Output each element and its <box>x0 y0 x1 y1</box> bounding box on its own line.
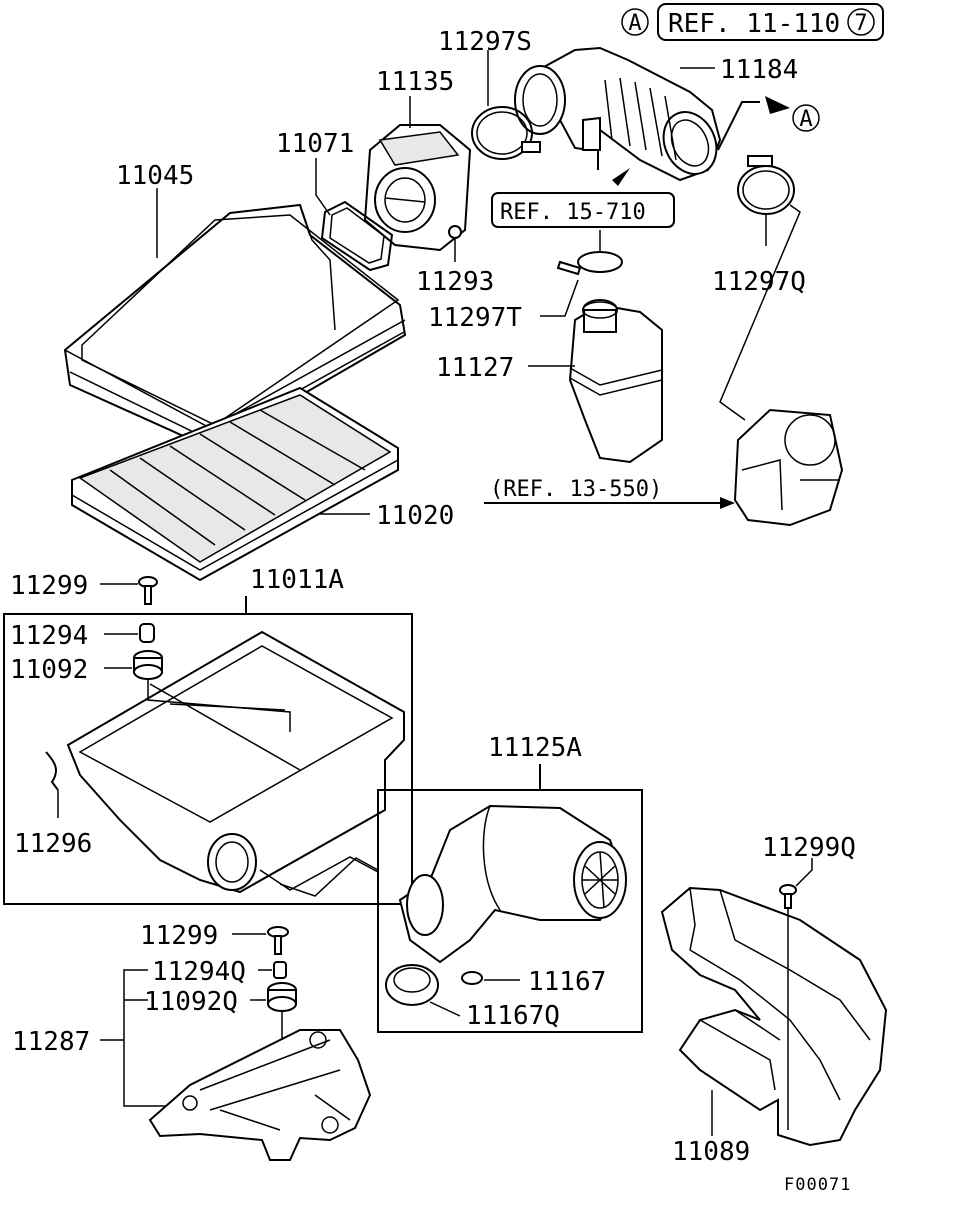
lower-case-11011a <box>66 630 405 894</box>
label-11092: 11092 <box>10 655 88 685</box>
airflow-sensor-11135 <box>363 124 472 252</box>
ref-11-110-callout: A REF. 11-110 7 <box>621 3 884 41</box>
air-cleaner-case-group-11011a: 11011A 11294 11092 11296 <box>3 565 413 905</box>
label-11092q: 11092Q <box>144 987 238 1017</box>
label-11297t: 11297T <box>428 303 522 333</box>
air-duct-11089 <box>660 886 888 1147</box>
seal-11167q <box>385 964 439 1006</box>
label-11135: 11135 <box>376 67 454 97</box>
air-inlet-duct-11125a <box>398 804 627 964</box>
label-11299q: 11299Q <box>762 833 856 863</box>
label-11184: 11184 <box>720 55 798 85</box>
label-11045: 11045 <box>116 161 194 191</box>
air-inlet-group-11125a: 11125A 11167Q 11167 <box>377 733 643 1033</box>
label-11071: 11071 <box>276 129 354 159</box>
throttle-body-reference <box>733 408 844 527</box>
marker-a-top: A <box>628 11 641 36</box>
ref-13-550-label: (REF. 13-550) <box>490 477 662 502</box>
bolt-11299q <box>779 858 813 1130</box>
label-11089: 11089 <box>672 1137 750 1167</box>
label-11299-top: 11299 <box>10 571 88 601</box>
hose-clamp-11297q <box>719 155 801 421</box>
diagram-code: F00071 <box>784 1175 851 1195</box>
air-cleaner-cover-11045 <box>63 203 407 450</box>
label-11020: 11020 <box>376 501 454 531</box>
bolt-11293 <box>448 225 462 262</box>
collar-11294 <box>139 623 155 643</box>
label-11299-bottom: 11299 <box>140 921 218 951</box>
arrow-to-a: A <box>717 96 820 151</box>
bracket-group-11287: 11299 11294Q 11092Q 11287 <box>12 921 372 1161</box>
label-11294: 11294 <box>10 621 88 651</box>
label-11127: 11127 <box>436 353 514 383</box>
intake-hose-11184 <box>514 46 722 186</box>
label-11287: 11287 <box>12 1027 90 1057</box>
hose-clamp-11297s <box>471 106 541 160</box>
clip-11296 <box>45 751 59 791</box>
air-filter-11020 <box>71 386 399 582</box>
collar-11294q <box>273 961 287 979</box>
label-11297s: 11297S <box>438 27 532 57</box>
hose-clamp-11297t <box>540 230 623 317</box>
resonator-11127 <box>568 299 663 464</box>
label-11297q: 11297Q <box>712 267 806 297</box>
ref-15-710-label: REF. 15-710 <box>500 200 646 225</box>
marker-a-right: A <box>799 107 812 132</box>
label-11293: 11293 <box>416 267 494 297</box>
label-11296: 11296 <box>14 829 92 859</box>
ref-11-110-circle-number: 7 <box>854 11 867 36</box>
ref-11-110-label: REF. 11-110 <box>668 9 840 39</box>
bolt-11299-top <box>138 576 158 605</box>
grommet-11167 <box>461 971 483 985</box>
gasket-11071 <box>320 200 394 272</box>
label-11167q: 11167Q <box>466 1001 560 1031</box>
label-11125a: 11125A <box>488 733 582 763</box>
label-11294q: 11294Q <box>152 957 246 987</box>
label-11167: 11167 <box>528 967 606 997</box>
label-11011a: 11011A <box>250 565 344 595</box>
ref-15-710-callout: REF. 15-710 <box>491 192 675 228</box>
